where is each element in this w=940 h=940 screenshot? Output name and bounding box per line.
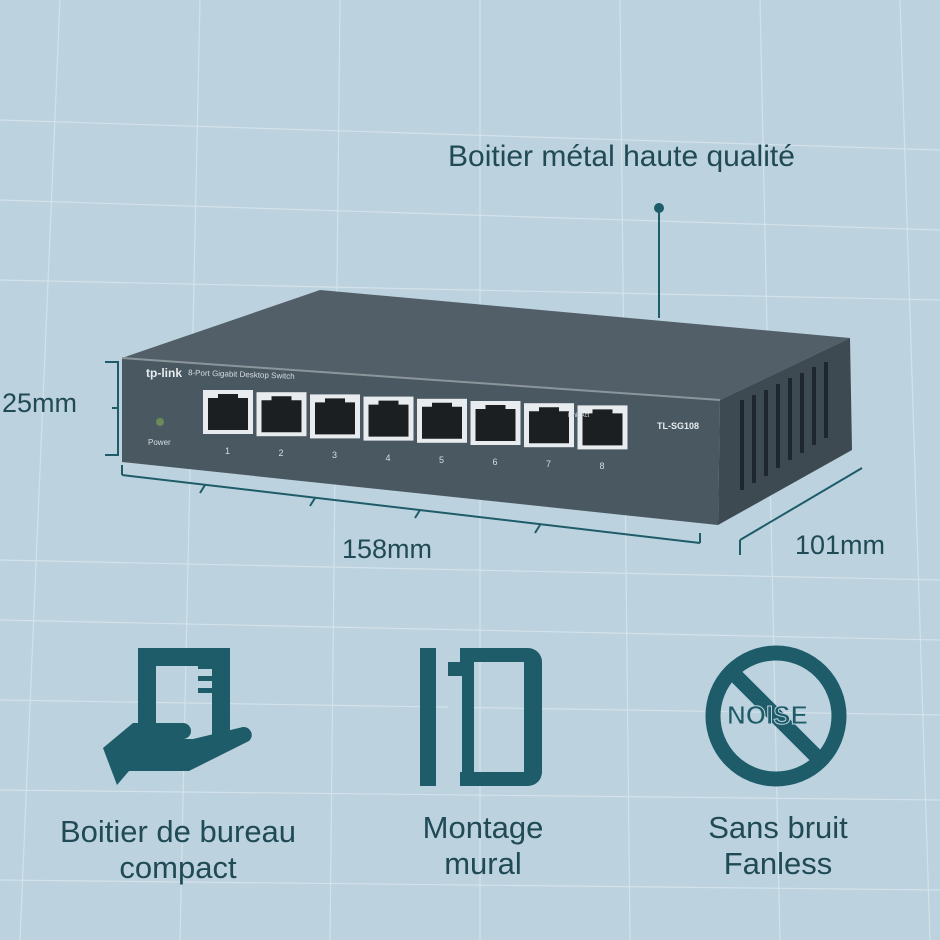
power-label: Power	[148, 438, 171, 447]
port-number: 8	[599, 461, 605, 472]
port-number: 7	[546, 459, 552, 470]
caption-line: Sans bruit	[708, 810, 848, 845]
model-label: TL-SG108	[657, 421, 700, 431]
port-socket	[582, 409, 623, 446]
caption-line: Montage	[422, 810, 544, 845]
port-number: 5	[439, 454, 445, 465]
height-dim	[105, 361, 119, 456]
caption-line: Fanless	[723, 846, 833, 881]
callout-label: Boitier métal haute qualité	[448, 140, 795, 173]
port-socket	[368, 400, 409, 437]
port-socket	[529, 407, 569, 444]
width-dimension: 158mm	[342, 534, 433, 564]
brand-logo: tp-link	[146, 366, 182, 380]
wall-mount-icon	[420, 648, 542, 786]
port-socket	[475, 405, 516, 441]
depth-dimension: 101mm	[795, 530, 886, 560]
width-dim	[121, 465, 701, 544]
feature-wall-caption: Montage mural	[383, 810, 583, 882]
port-number: 1	[225, 446, 231, 456]
desktop-hand-icon	[103, 648, 252, 785]
port-number: 3	[332, 450, 338, 461]
port-socket	[261, 396, 302, 433]
port-number: 4	[385, 452, 391, 463]
caption-line: Boitier de bureau	[59, 814, 297, 849]
power-led	[156, 418, 164, 426]
switch-right	[718, 338, 852, 525]
feature-desktop-caption: Boitier de bureau compact	[28, 814, 328, 886]
port-socket	[315, 398, 355, 435]
port-socket	[422, 402, 462, 439]
depth-dim	[739, 467, 863, 555]
caption-line: mural	[444, 846, 522, 881]
feature-fanless-caption: Sans bruit Fanless	[678, 810, 878, 882]
vent-holes	[740, 362, 828, 490]
caption-line: compact	[119, 850, 237, 885]
port-socket	[208, 394, 248, 430]
switch-top	[122, 290, 850, 400]
height-dimension: 25mm	[2, 388, 78, 418]
noise-icon-text: NOISE	[727, 700, 809, 731]
port-number: 6	[492, 457, 498, 467]
link-act-label: Link/Act	[568, 413, 590, 419]
port-number: 2	[278, 448, 284, 459]
no-noise-icon	[705, 645, 847, 787]
